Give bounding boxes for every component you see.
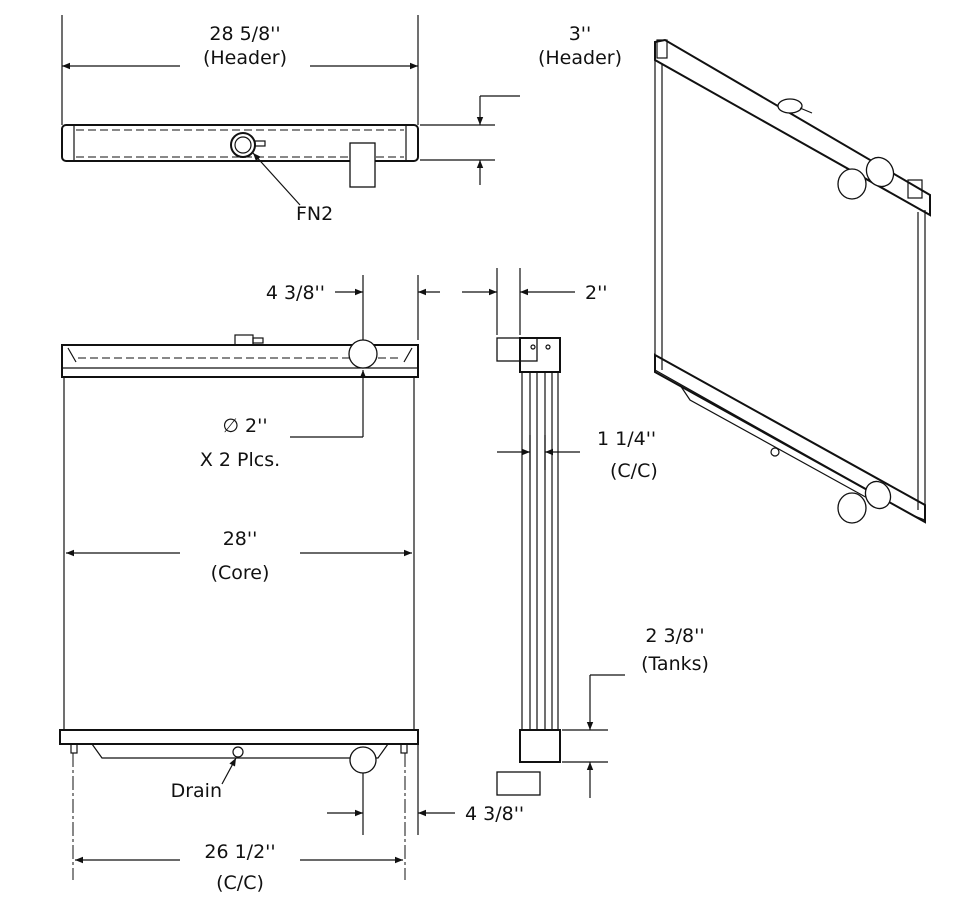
drain-label: Drain <box>171 780 222 802</box>
isometric-view <box>654 38 931 524</box>
header-width-note: (Header) <box>203 47 287 69</box>
iso-upper-outlet <box>837 168 867 200</box>
mount-spacing-note: (C/C) <box>216 872 264 894</box>
tube-spacing-note: (C/C) <box>610 460 658 482</box>
drain-icon <box>232 746 244 758</box>
outlet-diameter-label: ∅ 2'' <box>222 415 267 437</box>
lower-outlet <box>349 746 377 774</box>
fn2-label: FN2 <box>296 203 333 225</box>
mount-bracket <box>349 142 376 188</box>
side-view: 2'' 1 1/4'' (C/C) 2 3/8'' (Tanks) <box>462 268 709 798</box>
iso-lower-outlet <box>837 492 867 524</box>
tube-spacing-label: 1 1/4'' <box>597 428 656 450</box>
front-view: 4 3/8'' ∅ 2'' X 2 Plcs. 28'' (Core) Drai… <box>59 275 524 894</box>
outlet-offset-bottom-label: 4 3/8'' <box>465 803 524 825</box>
header-height-note: (Header) <box>538 47 622 69</box>
outlet-qty-label: X 2 Plcs. <box>200 449 280 471</box>
side-depth-label: 2'' <box>585 282 608 304</box>
header-height-label: 3'' <box>569 23 592 45</box>
header-tank-top <box>61 124 419 162</box>
upper-outlet <box>348 339 378 369</box>
core-width-note: (Core) <box>211 562 270 584</box>
core-width-label: 28'' <box>223 528 258 550</box>
mount-spacing-label: 26 1/2'' <box>204 841 275 863</box>
tank-depth-note: (Tanks) <box>641 653 709 675</box>
bottom-tank <box>59 729 419 745</box>
tank-depth-label: 2 3/8'' <box>645 625 704 647</box>
top-view: 28 5/8'' (Header) FN2 3'' (Header) <box>61 15 622 225</box>
outlet-offset-top-label: 4 3/8'' <box>266 282 325 304</box>
header-width-label: 28 5/8'' <box>209 23 280 45</box>
